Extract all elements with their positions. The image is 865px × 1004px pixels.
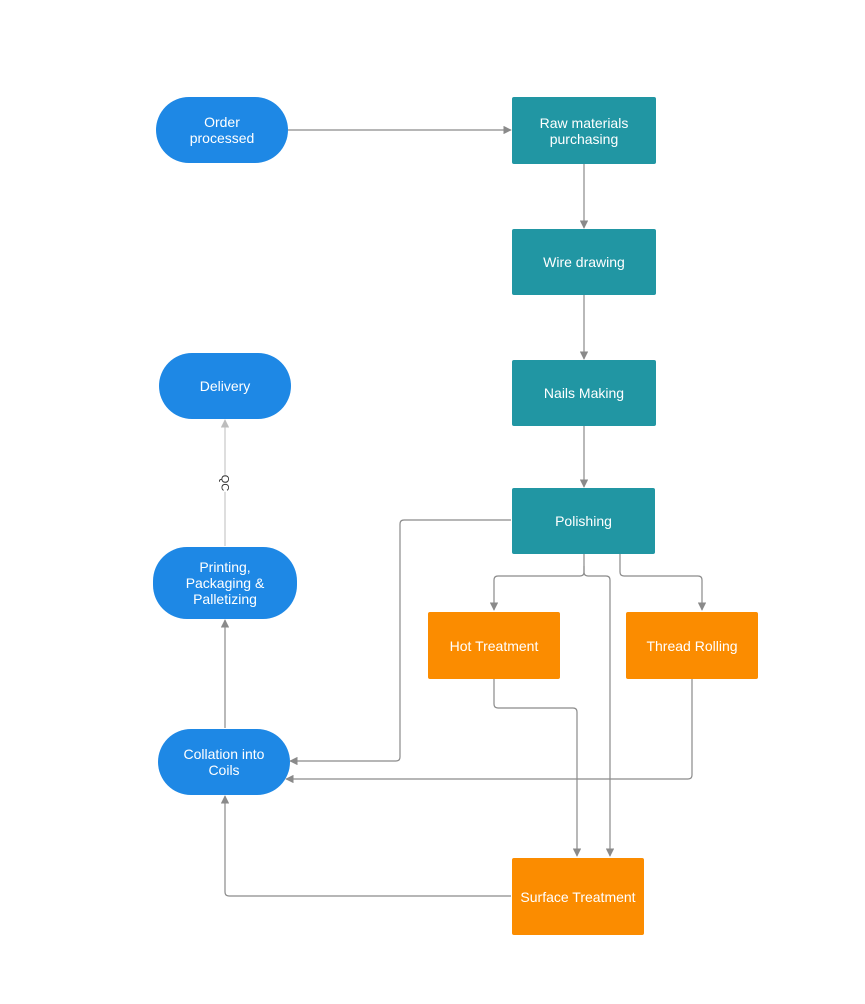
edge-surface-to-collation bbox=[220, 795, 511, 897]
node-thread-rolling[interactable]: Thread Rolling bbox=[626, 612, 758, 679]
node-raw-materials-purchasing[interactable]: Raw materials purchasing bbox=[512, 97, 656, 164]
node-polishing[interactable]: Polishing bbox=[512, 488, 655, 554]
edge-hot-to-surface bbox=[493, 679, 582, 857]
node-wire-drawing[interactable]: Wire drawing bbox=[512, 229, 656, 295]
node-printing-packaging-palletizing[interactable]: Printing, Packaging & Palletizing bbox=[153, 547, 297, 619]
node-delivery[interactable]: Delivery bbox=[159, 353, 291, 419]
edge-polishing-to-collation bbox=[289, 519, 511, 766]
edge-polishing-to-surface bbox=[583, 566, 615, 857]
edge-polishing-to-thread bbox=[619, 554, 707, 611]
node-collation-into-coils[interactable]: Collation into Coils bbox=[158, 729, 290, 795]
qc-label: QC bbox=[218, 474, 231, 492]
edge-polishing-to-hot bbox=[489, 554, 585, 611]
node-surface-treatment[interactable]: Surface Treatment bbox=[512, 858, 644, 935]
edge-thread-to-collation bbox=[285, 679, 693, 784]
node-hot-treatment[interactable]: Hot Treatment bbox=[428, 612, 560, 679]
node-order-processed[interactable]: Order processed bbox=[156, 97, 288, 163]
node-nails-making[interactable]: Nails Making bbox=[512, 360, 656, 426]
